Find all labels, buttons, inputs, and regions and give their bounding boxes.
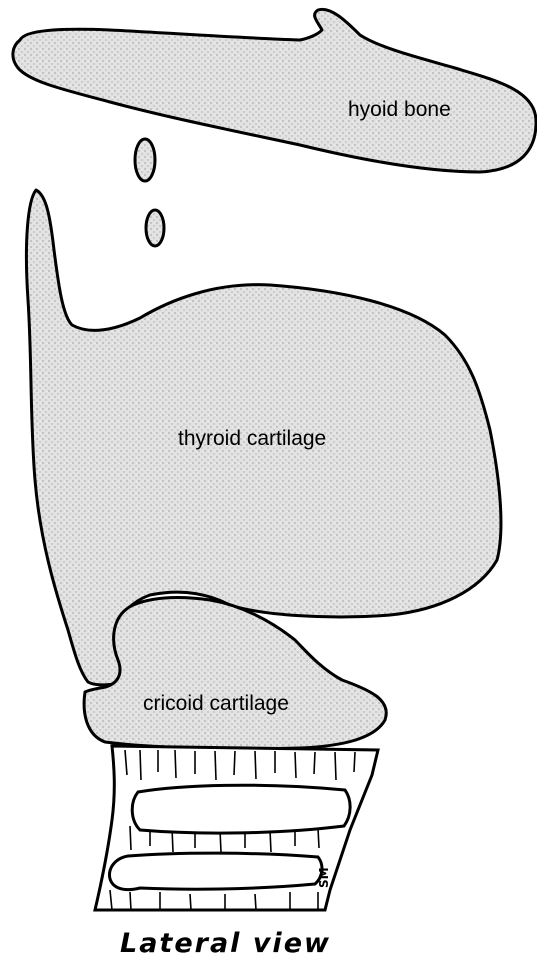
tracheal-ring-upper xyxy=(132,785,350,833)
hyoid-bone-shape xyxy=(13,9,536,172)
cricoid-cartilage-shape xyxy=(84,598,386,749)
trachea-segment: SM xyxy=(95,746,378,910)
tracheal-ring-lower xyxy=(109,853,322,890)
hyoid-bone-label: hyoid bone xyxy=(348,98,451,121)
lower-small-oval xyxy=(146,210,164,246)
upper-small-oval xyxy=(135,139,155,181)
cricoid-cartilage-label: cricoid cartilage xyxy=(143,692,289,715)
artist-signature: SM xyxy=(317,867,331,888)
thyroid-cartilage-label: thyroid cartilage xyxy=(178,427,326,450)
view-caption: Lateral view xyxy=(120,928,331,959)
